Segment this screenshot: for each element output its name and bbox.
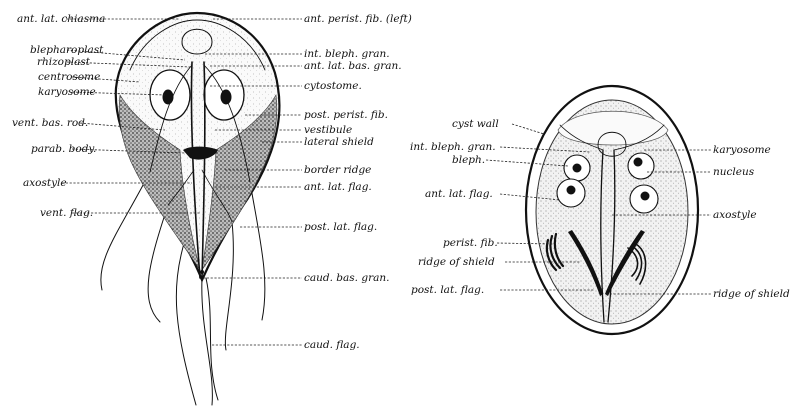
label-ant-perist-fib-left: ant. perist. fib. (left) bbox=[304, 13, 412, 25]
label-cyst-axostyle: axostyle bbox=[713, 209, 757, 221]
inner-fibril-right bbox=[203, 64, 251, 183]
cyst-ridge-left bbox=[568, 230, 603, 296]
flagellum-left-2 bbox=[147, 204, 169, 323]
flagellum-left-3 bbox=[175, 239, 197, 406]
label-vent-bas-rod: vent. bas. rod. bbox=[12, 117, 88, 129]
flagellum-right-1 bbox=[249, 181, 266, 321]
flagellum-caudal-1 bbox=[201, 277, 213, 406]
label-cytostome: cytostome. bbox=[304, 80, 362, 92]
label-caud-bas-gran: caud. bas. gran. bbox=[304, 272, 389, 284]
label-centrosome: centrosome bbox=[38, 71, 100, 83]
label-cyst-perist-fib: perist. fib. bbox=[443, 237, 498, 249]
cyst-axostyle-right bbox=[607, 149, 616, 323]
caudal-basal-granule bbox=[200, 270, 204, 274]
axostyle-right bbox=[201, 61, 206, 279]
axostyle-left bbox=[190, 61, 201, 279]
inner-flag-1 bbox=[167, 169, 195, 206]
inner-fibril-left bbox=[149, 64, 193, 173]
label-int-bleph-gran: int. bleph. gran. bbox=[304, 48, 390, 60]
label-vent-flag: vent. flag. bbox=[40, 207, 93, 219]
trophozoite-figure bbox=[100, 11, 281, 406]
cyst-figure bbox=[524, 84, 700, 336]
label-vestibule: vestibule bbox=[304, 124, 352, 136]
label-cyst-ant-lat-flag: ant. lat. flag. bbox=[425, 188, 493, 200]
label-parab-body: parab. body. bbox=[31, 143, 96, 155]
cyst-karyosome-3 bbox=[633, 157, 643, 167]
flagellum-left-1 bbox=[100, 171, 151, 291]
cyst-leaders bbox=[485, 123, 711, 295]
label-axostyle-left: axostyle bbox=[23, 177, 67, 189]
cyst-labels: cyst wall int. bleph. gran. bleph. ant. … bbox=[410, 118, 790, 300]
adhesive-disc bbox=[129, 19, 266, 71]
trophozoite-leaders bbox=[62, 18, 302, 346]
flagellum-right-2 bbox=[224, 221, 234, 351]
karyosome-right bbox=[220, 89, 232, 105]
cyst-karyosome-1 bbox=[572, 163, 582, 173]
label-post-perist-fib: post. perist. fib. bbox=[304, 109, 388, 121]
label-karyosome: karyosome bbox=[38, 86, 96, 98]
label-cyst-karyosome: karyosome bbox=[713, 144, 771, 156]
label-cyst-int-bleph-gran: int. bleph. gran. bbox=[410, 141, 496, 153]
cyst-axostyle-left bbox=[600, 149, 605, 323]
cyst-flag-bundle-right bbox=[627, 243, 647, 285]
cyst-flag-bundle-left bbox=[545, 232, 565, 272]
label-rhizoplast: rhizoplast bbox=[37, 56, 91, 68]
cyst-perist-fib bbox=[559, 124, 665, 151]
label-cyst-bleph: bleph. bbox=[452, 154, 485, 166]
flagellum-caudal-2 bbox=[205, 277, 219, 401]
cyst-ridge-right bbox=[605, 230, 645, 296]
cyst-chiasma bbox=[597, 131, 627, 157]
label-cyst-nucleus: nucleus bbox=[713, 166, 755, 178]
cyst-karyosome-2 bbox=[566, 185, 576, 195]
label-cyst-post-lat-flag: post. lat. flag. bbox=[411, 284, 484, 296]
label-lateral-shield: lateral shield bbox=[304, 136, 374, 148]
label-ant-lat-flag: ant. lat. flag. bbox=[304, 181, 372, 193]
label-caud-flag: caud. flag. bbox=[304, 339, 360, 351]
parabasal-body bbox=[183, 146, 218, 160]
label-cyst-ridge-of-shield-left: ridge of shield bbox=[418, 256, 495, 268]
label-ant-lat-chiasma: ant. lat. chiasma bbox=[17, 13, 105, 25]
label-post-lat-flag: post. lat. flag. bbox=[304, 221, 377, 233]
cyst-nucleus-3 bbox=[627, 152, 655, 180]
karyosome-left bbox=[162, 89, 174, 105]
label-ant-lat-bas-gran: ant. lat. bas. gran. bbox=[304, 60, 402, 72]
label-border-ridge: border ridge bbox=[304, 164, 371, 176]
cyst-karyosome-4 bbox=[640, 191, 650, 201]
trophozoite-labels: ant. lat. chiasma blepharoplast rhizopla… bbox=[12, 13, 412, 351]
chiasma-lobe bbox=[181, 28, 213, 55]
inner-flag-2 bbox=[201, 169, 233, 223]
label-blepharoplast: blepharoplast bbox=[30, 44, 104, 56]
label-cyst-ridge-of-shield-right: ridge of shield bbox=[713, 288, 790, 300]
label-cyst-wall: cyst wall bbox=[452, 118, 499, 130]
